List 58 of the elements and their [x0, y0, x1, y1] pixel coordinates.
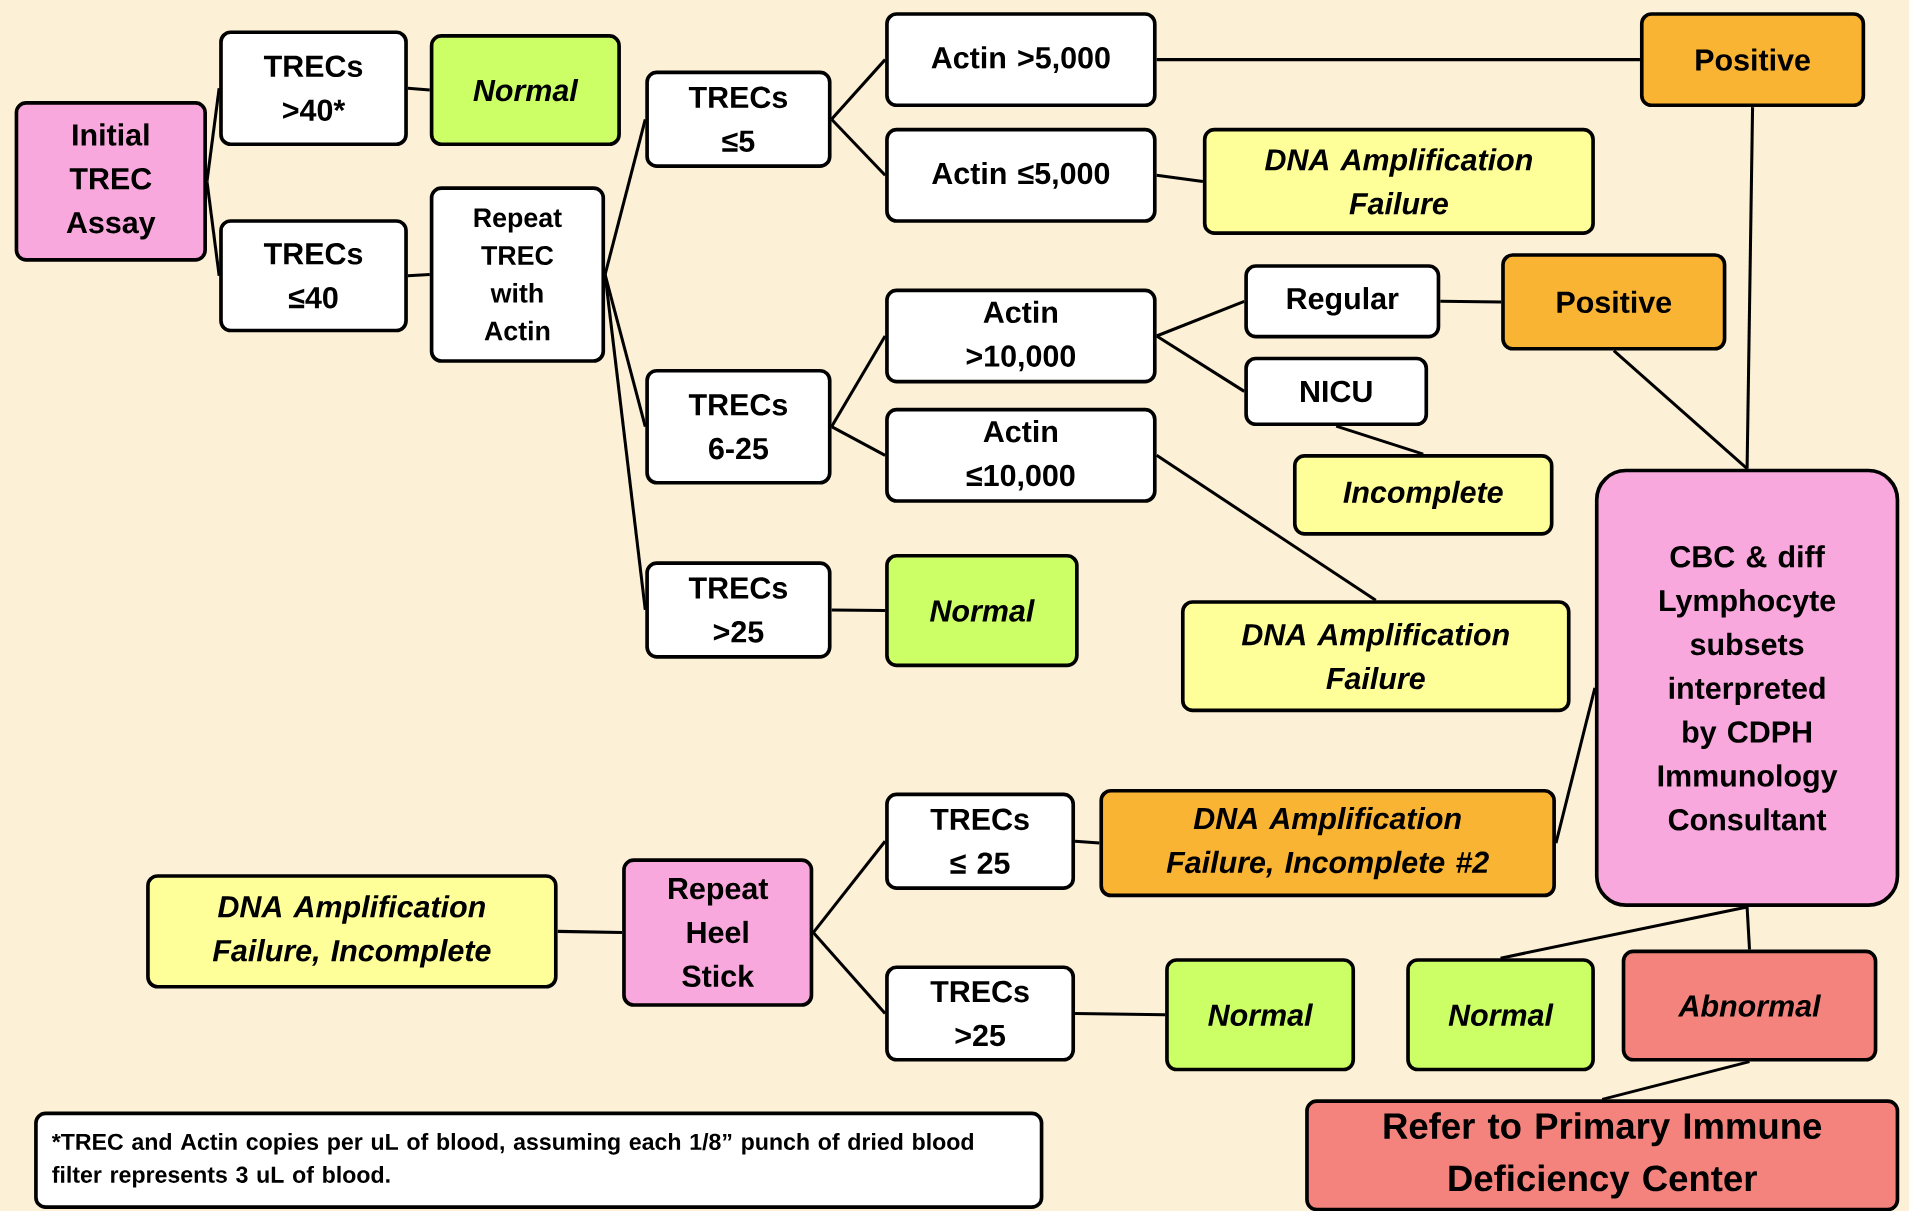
result-box: DNA Amplification Failure, Incomplete #2: [1099, 788, 1556, 898]
connector-line: [1156, 57, 1640, 61]
result-box: DNA Amplification Failure: [1180, 600, 1571, 712]
connector-line: [1075, 1011, 1166, 1017]
step-box: TRECs 6-25: [645, 368, 832, 485]
connector-line: [1074, 839, 1100, 845]
result-box: Refer to Primary Immune Deficiency Center: [1305, 1099, 1900, 1211]
connector-line: [205, 87, 221, 182]
step-box: Actin >5,000: [885, 11, 1157, 107]
result-box: Normal: [1165, 957, 1356, 1072]
step-box: Actin ≤10,000: [885, 407, 1157, 503]
connector-line: [1745, 906, 1752, 950]
footnote-box: *TREC and Actin copies per uL of blood, assuming each 1/8” punch of dried blood filter represents 3 uL of blood.: [34, 1111, 1044, 1209]
result-box: Abnormal: [1621, 949, 1878, 1062]
connector-line: [830, 425, 886, 457]
step-box: Actin >10,000: [885, 288, 1157, 384]
connector-line: [830, 58, 887, 121]
step-box: Actin ≤5,000: [885, 127, 1157, 223]
connector-line: [407, 86, 430, 92]
connector-line: [812, 840, 887, 934]
connector-line: [1745, 106, 1755, 469]
result-box: DNA Amplification Failure: [1202, 127, 1595, 235]
result-box: Normal: [1406, 957, 1595, 1072]
result-box: Normal: [885, 553, 1079, 667]
step-box: Repeat Heel Stick: [622, 858, 814, 1007]
connector-line: [1500, 905, 1748, 960]
connector-line: [1155, 453, 1377, 602]
result-box: DNA Amplification Failure, Incomplete: [146, 873, 558, 989]
step-box: Initial TREC Assay: [14, 100, 207, 262]
step-box: TRECs ≤ 25: [885, 792, 1076, 890]
connector-line: [812, 931, 887, 1015]
connector-line: [831, 608, 886, 612]
step-box: TRECs ≤5: [645, 70, 832, 168]
step-box: TRECs >25: [645, 561, 832, 659]
connector-line: [1440, 299, 1502, 304]
connector-line: [603, 274, 647, 610]
step-box: TRECs >25: [885, 965, 1076, 1062]
connector-line: [1156, 173, 1204, 183]
connector-line: [830, 118, 887, 177]
step-box: Repeat TREC with Actin: [429, 186, 606, 363]
result-box: Incomplete: [1292, 453, 1554, 536]
connector-line: [1612, 349, 1749, 470]
connector-line: [205, 181, 221, 276]
connector-line: [830, 335, 887, 428]
connector-line: [407, 272, 430, 278]
step-box: TRECs ≤40: [219, 218, 408, 333]
connector-line: [1155, 334, 1246, 393]
connector-line: [1156, 299, 1245, 338]
connector-line: [1601, 1059, 1750, 1101]
connector-line: [1554, 687, 1597, 844]
result-box: Normal: [429, 33, 621, 146]
step-box: TRECs >40*: [219, 30, 408, 146]
connector-line: [557, 929, 623, 934]
result-box: Positive: [1639, 11, 1866, 107]
result-box: Positive: [1501, 253, 1727, 351]
step-box: NICU: [1244, 356, 1429, 426]
step-box: Regular: [1244, 264, 1441, 339]
step-box: CBC & diff Lymphocyte subsets interpreted by CDPH Immunology Consultant: [1594, 468, 1900, 907]
